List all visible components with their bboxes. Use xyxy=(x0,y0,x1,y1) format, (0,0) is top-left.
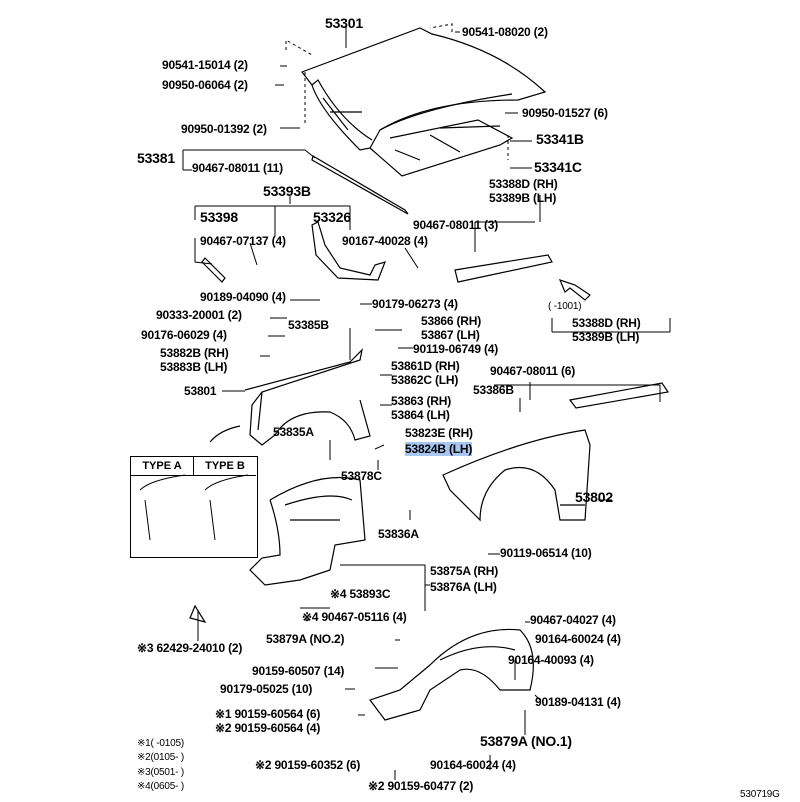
part-label: 90467-04027 (4) xyxy=(530,613,616,627)
fender-53801-drawing xyxy=(209,348,371,446)
part-label: 90541-08020 (2) xyxy=(462,25,548,39)
part-label: 90119-06749 (4) xyxy=(413,342,499,356)
part-label: 53835A xyxy=(273,425,314,439)
part-label: 90119-06514 (10) xyxy=(500,546,592,560)
part-label: ※4 53893C xyxy=(330,587,391,601)
part-label: 90467-08011 (11) xyxy=(192,161,283,175)
part-label: 53883B (LH) xyxy=(160,360,228,374)
part-label: 53389B (LH) xyxy=(489,191,557,205)
part-label: 53867 (LH) xyxy=(421,328,480,342)
part-label: 90164-60024 (4) xyxy=(430,758,516,772)
part-label: 53876A (LH) xyxy=(430,580,497,594)
part-label: 53341C xyxy=(534,159,582,175)
part-label-highlighted[interactable]: 53824B (LH) xyxy=(405,442,473,456)
part-label: ※2 90159-60352 (6) xyxy=(255,758,361,772)
part-label: 53801 xyxy=(184,384,217,398)
part-label: 53861D (RH) xyxy=(391,359,460,373)
part-label: ※4 90467-05116 (4) xyxy=(302,610,407,624)
diagram-id: 530719G xyxy=(740,789,780,800)
hood-seal-drawing xyxy=(311,155,409,215)
part-label: ※3 62429-24010 (2) xyxy=(137,641,243,655)
part-label: 53398 xyxy=(200,209,238,225)
part-label: 53802 xyxy=(575,489,613,505)
part-label: 90467-08011 (6) xyxy=(490,364,576,378)
part-label: 53875A (RH) xyxy=(430,564,499,578)
footnote: ※2(0105- ) xyxy=(137,752,184,763)
part-label: 53879A (NO.1) xyxy=(480,733,572,749)
part-label: 90950-01527 (6) xyxy=(522,106,608,120)
part-label: 53389B (LH) xyxy=(572,330,640,344)
part-label: 90159-60507 (14) xyxy=(252,664,345,678)
part-label: 90189-04131 (4) xyxy=(535,695,621,709)
part-label: 53866 (RH) xyxy=(421,314,482,328)
part-label: 53393B xyxy=(263,183,311,199)
rear-liner-drawing xyxy=(369,628,534,721)
part-label: 90467-07137 (4) xyxy=(200,234,286,248)
type-b-header: TYPE B xyxy=(194,457,256,476)
part-label: 90167-40028 (4) xyxy=(342,234,428,248)
part-label: 90950-06064 (2) xyxy=(162,78,248,92)
footnote: ※1( -0105) xyxy=(137,738,184,749)
part-label: 90176-06029 (4) xyxy=(141,328,227,342)
part-label: 90179-05025 (10) xyxy=(220,682,313,696)
part-label: 53326 xyxy=(313,209,351,225)
footnote: ※4(0605- ) xyxy=(137,781,184,792)
part-label: 90333-20001 (2) xyxy=(156,308,242,322)
part-label: 53878C xyxy=(341,469,382,483)
bracket-drawing xyxy=(201,221,670,409)
part-label: 53388D (RH) xyxy=(489,177,558,191)
part-label: 53864 (LH) xyxy=(391,408,450,422)
part-label: 53388D (RH) xyxy=(572,316,641,330)
part-label: 53385B xyxy=(288,318,329,332)
part-label: 90950-01392 (2) xyxy=(181,122,267,136)
part-label: ※1 90159-60564 (6) xyxy=(215,707,321,721)
part-label: 90467-08011 (3) xyxy=(413,218,499,232)
part-label: 53386B xyxy=(473,383,514,397)
fender-53802-drawing xyxy=(442,429,591,522)
direction-arrow-icon xyxy=(558,279,591,301)
footnote: ※3(0501- ) xyxy=(137,767,184,778)
part-label: 53823E (RH) xyxy=(405,426,473,440)
part-label-hood: 53301 xyxy=(325,15,363,31)
part-label: 53836A xyxy=(378,527,419,541)
part-label: 90189-04090 (4) xyxy=(200,290,286,304)
part-label: 90541-15014 (2) xyxy=(162,58,248,72)
part-label: 53341B xyxy=(536,131,584,147)
type-a-header: TYPE A xyxy=(131,457,194,476)
hood-drawing xyxy=(301,27,547,177)
part-label: 90179-06273 (4) xyxy=(372,297,458,311)
part-label: ※2 90159-60564 (4) xyxy=(215,721,321,735)
part-label: 90164-60024 (4) xyxy=(535,632,621,646)
part-label: 53863 (RH) xyxy=(391,394,452,408)
part-label: 53879A (NO.2) xyxy=(266,632,345,646)
mudguard-drawing xyxy=(189,604,207,623)
part-label: 53862C (LH) xyxy=(391,373,459,387)
part-label: 90164-40093 (4) xyxy=(508,653,594,667)
part-label: 53381 xyxy=(137,150,175,166)
type-comparison-box: TYPE A TYPE B xyxy=(130,456,258,558)
part-label: ※2 90159-60477 (2) xyxy=(368,779,474,793)
part-label: 53882B (RH) xyxy=(160,346,229,360)
range-note: ( -1001) xyxy=(548,301,582,312)
front-liner-drawing xyxy=(249,476,366,586)
